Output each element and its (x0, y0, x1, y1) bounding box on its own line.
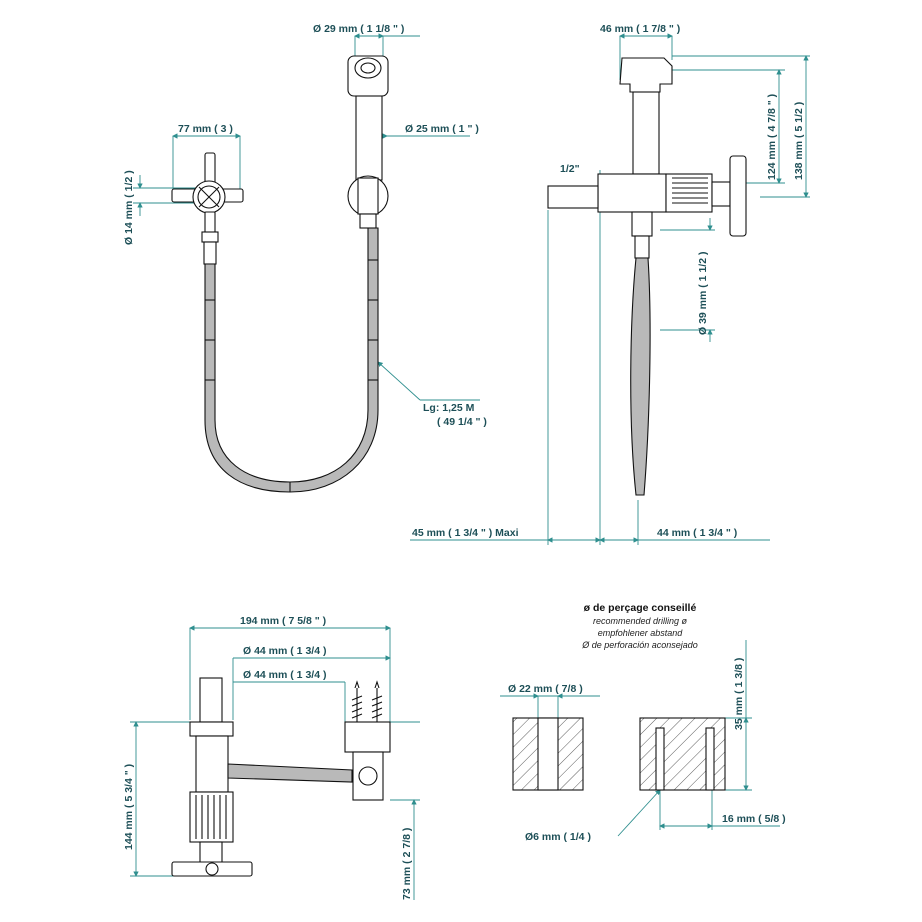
drilling-note-en: recommended drilling ø (593, 616, 688, 626)
drilling-block-double (639, 717, 726, 791)
drilling-block-single (512, 717, 584, 791)
side-width-holder-label: 46 mm ( 1 7/8 " ) (600, 23, 680, 35)
drilling-note-es: Ø de perforación aconsejado (581, 640, 698, 650)
top-length-194-label: 194 mm ( 7 5/8 " ) (240, 615, 326, 627)
front-hose-ribs (205, 259, 378, 492)
front-hose (204, 227, 379, 493)
front-dia-handle-label: Ø 25 mm ( 1 " ) (405, 123, 479, 135)
side-hose (630, 257, 651, 496)
drilling-detail: ø de perçage conseillé recommended drill… (500, 602, 786, 843)
front-width-cross-label: 77 mm ( 3 ) (178, 123, 233, 135)
front-dia-inlet-label: Ø 14 mm ( 1/2 ) (123, 170, 135, 245)
drilling-dia-6-label: Ø6 mm ( 1/4 ) (525, 831, 591, 843)
top-shower-holder (344, 721, 391, 801)
side-view: 46 mm ( 1 7/8 " ) 1/2" 124 mm ( 4 7/8 " … (410, 23, 810, 545)
front-hose-length-inch-label: ( 49 1/4 " ) (437, 416, 487, 428)
drilling-note-de: empfohlener abstand (598, 628, 684, 638)
front-hose-length-label: Lg: 1,25 M (423, 402, 475, 414)
top-wall-screws (351, 680, 383, 722)
top-knurl (195, 795, 227, 839)
side-depth-max-label: 45 mm ( 1 3/4 " ) Maxi (412, 527, 519, 539)
top-valve-body (171, 677, 253, 877)
side-shower-holder (547, 57, 747, 259)
top-height-73-label: 73 mm ( 2 7/8 ) (401, 828, 413, 900)
side-dimension-lines (410, 33, 810, 545)
side-height-124-label: 124 mm ( 4 7/8 " ) (766, 94, 778, 180)
side-dia-39-label: Ø 39 mm ( 1 1/2 ) (697, 252, 709, 335)
top-height-144-label: 144 mm ( 5 3/4 " ) (123, 764, 135, 850)
front-view: Ø 29 mm ( 1 1/8 " ) Ø 25 mm ( 1 " ) 77 m… (123, 23, 487, 493)
top-dia-44-a-label: Ø 44 mm ( 1 3/4 ) (243, 645, 326, 657)
front-dimension-lines (133, 33, 480, 401)
front-hand-shower (347, 55, 389, 229)
side-depth-44-label: 44 mm ( 1 3/4 " ) (657, 527, 737, 539)
side-thread-label: 1/2" (560, 163, 580, 175)
top-dimension-lines (130, 625, 420, 900)
front-dia-head-label: Ø 29 mm ( 1 1/8 " ) (313, 23, 404, 35)
side-knurl (672, 177, 708, 204)
top-view: 194 mm ( 7 5/8 " ) Ø 44 mm ( 1 3/4 ) Ø 4… (123, 615, 420, 900)
drilling-title: ø de perçage conseillé (584, 602, 697, 614)
drilling-dia-22-label: Ø 22 mm ( 7/8 ) (508, 683, 583, 695)
top-dia-44-b-label: Ø 44 mm ( 1 3/4 ) (243, 669, 326, 681)
side-height-138-label: 138 mm ( 5 1/2 ) (793, 102, 805, 180)
top-hose (227, 763, 353, 783)
drilling-spacing-16-label: 16 mm ( 5/8 ) (722, 813, 786, 825)
drilling-depth-35-label: 35 mm ( 1 3/8 ) (733, 658, 745, 730)
front-valve-cross-handle (171, 152, 244, 265)
